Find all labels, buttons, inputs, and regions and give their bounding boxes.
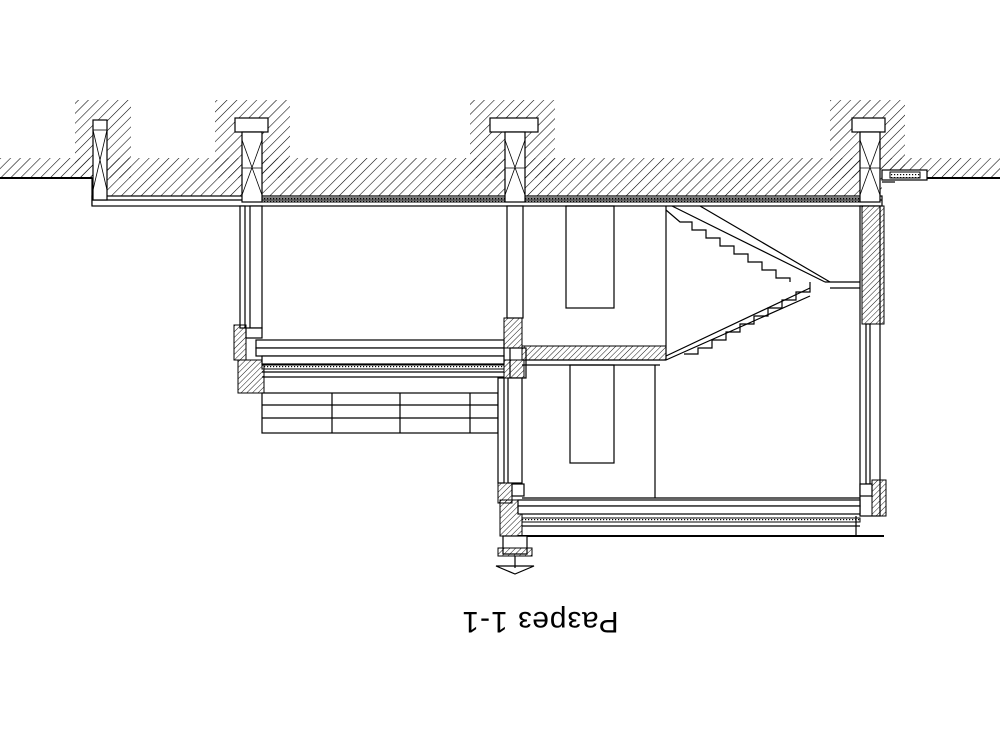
- staircase: [654, 205, 860, 498]
- drain-sump: [495, 535, 535, 575]
- lower-steps: [261, 392, 499, 434]
- central-wall: [497, 205, 527, 484]
- door-upper: [565, 205, 615, 309]
- bottom-floor: [497, 482, 884, 537]
- door-lower: [569, 364, 615, 464]
- section-caption: Разрез 1-1: [461, 605, 618, 638]
- post-4: [851, 117, 886, 203]
- ground-soil: [0, 100, 1000, 206]
- landing-slab: [521, 345, 667, 366]
- post-3: [489, 117, 539, 203]
- upper-floor-slab: [255, 339, 505, 378]
- post-2: [234, 117, 269, 203]
- top-slab: [91, 195, 883, 207]
- left-wall: [233, 205, 265, 394]
- pipe-outlet: [881, 169, 928, 183]
- post-1: [92, 119, 108, 201]
- right-wall: [859, 205, 887, 517]
